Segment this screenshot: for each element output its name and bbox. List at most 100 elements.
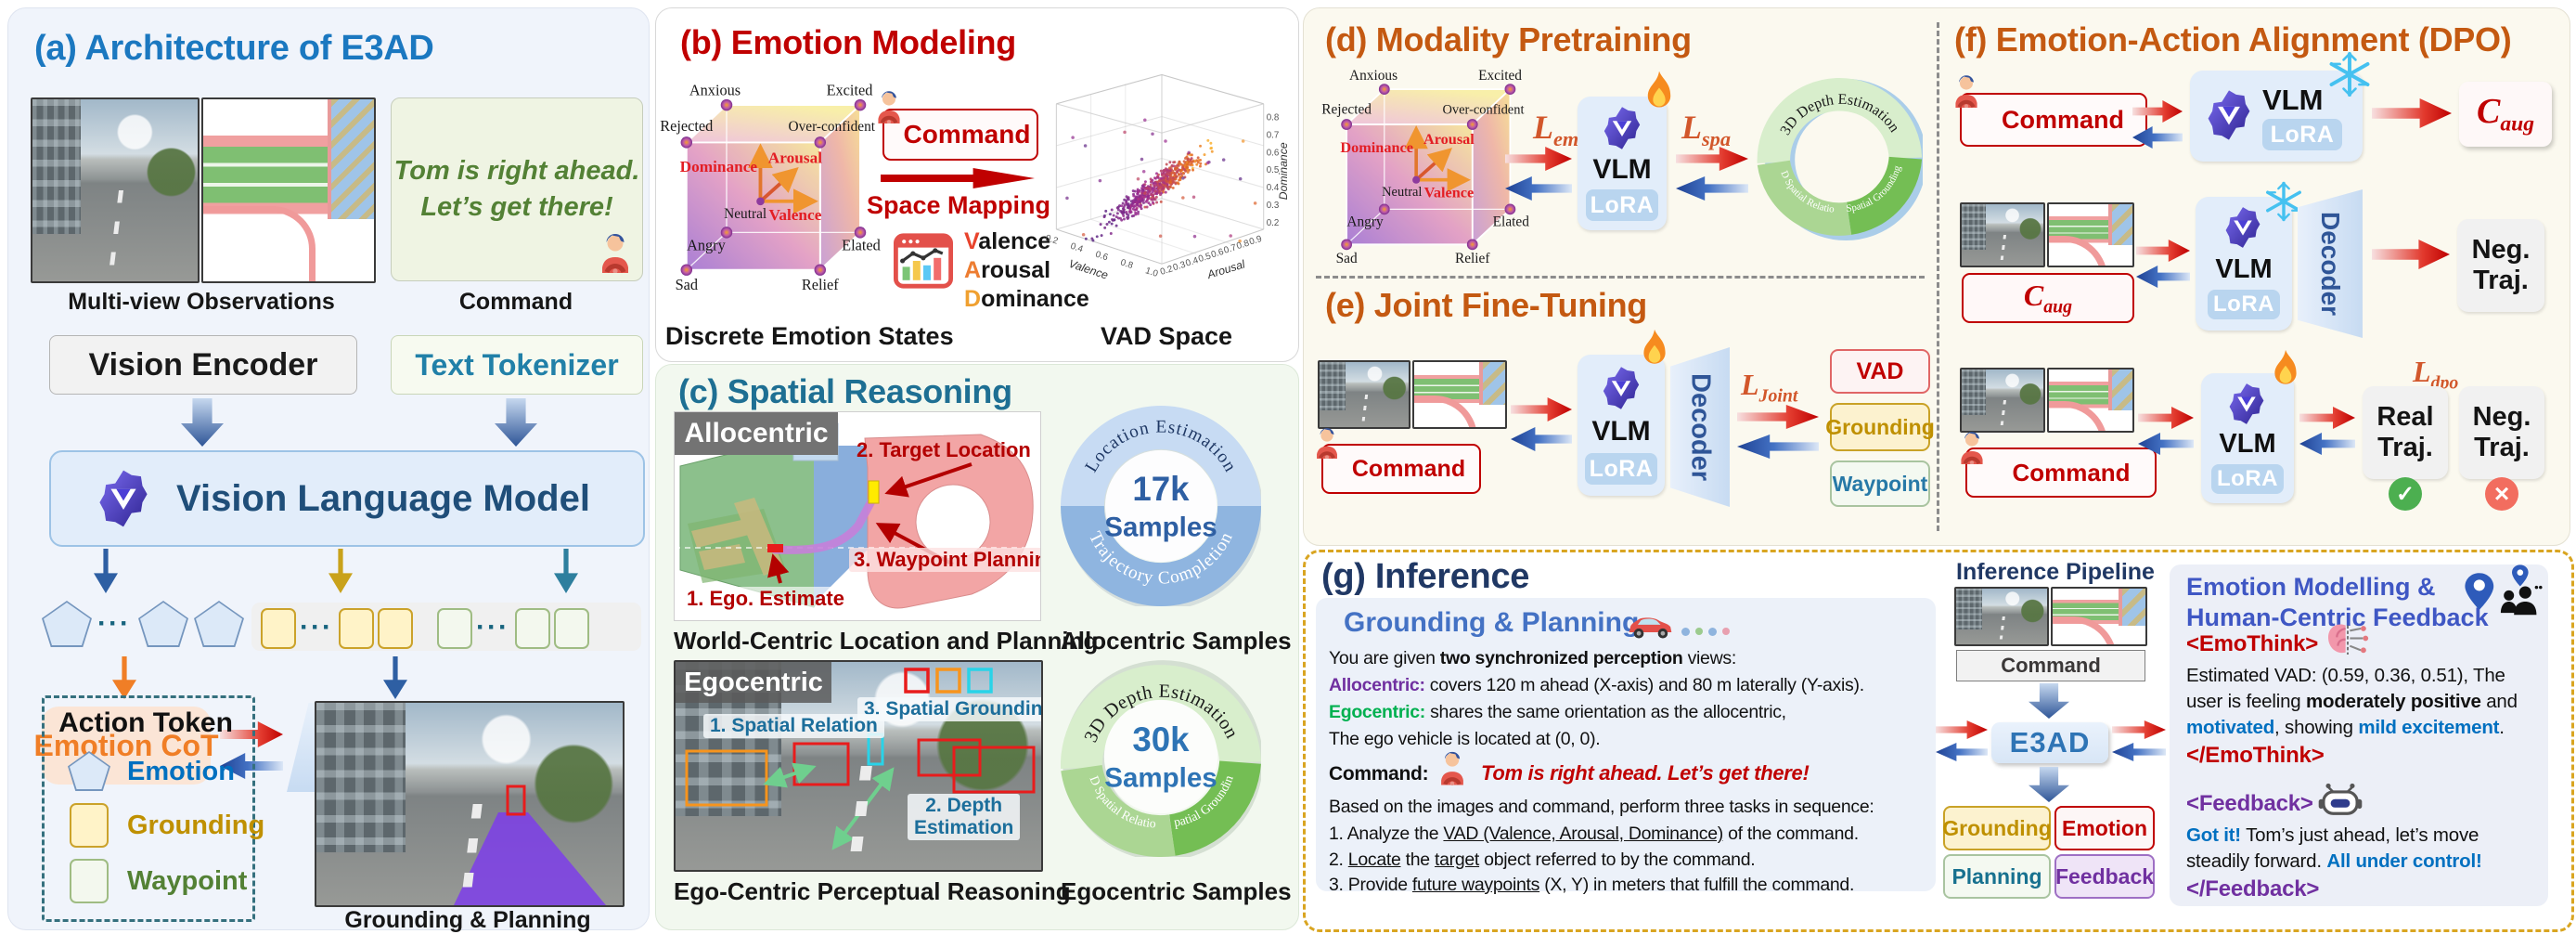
emotion-cot-box: Emotion CoT [33, 707, 219, 785]
svg-text:Elated: Elated [1493, 214, 1530, 229]
svg-text:0.5: 0.5 [1197, 251, 1213, 265]
camera-view-image [1318, 360, 1410, 429]
vlm-logo-icon [94, 469, 153, 528]
svg-text:0.3: 0.3 [1172, 260, 1188, 274]
emotion-token [194, 601, 244, 647]
emotion-cube-small: Anxious Excited Rejected Over-confident … [1321, 68, 1530, 266]
loss-joint-label: LJoint [1741, 368, 1798, 407]
caption-allocentric: World-Centric Location and Planning [674, 627, 1099, 655]
panel-b-title: (b) Emotion Modeling [680, 23, 1016, 61]
egocentric-figure: Egocentric 3. Spatial Grounding 1. Spati… [674, 660, 1043, 872]
vad-point-cloud [1065, 118, 1257, 243]
waypoint-token [515, 608, 550, 649]
panel-e-title: (e) Joint Fine-Tuning [1325, 286, 1647, 324]
arrow-down-emotion-tokens [94, 549, 118, 593]
svg-text:Angry: Angry [687, 237, 727, 254]
map-view-image [2047, 368, 2134, 433]
svg-text:0.7: 0.7 [1267, 130, 1280, 140]
prompt-line9: 3. Provide future waypoints (X, Y) in me… [1329, 875, 1855, 895]
arrow-down-waypoint-tokens [554, 549, 578, 593]
panel-f-title: (f) Emotion-Action Alignment (DPO) [1954, 20, 2512, 58]
legend-emotion-label: Emotion [127, 757, 235, 786]
command-box: Command [882, 109, 1038, 161]
planned-path-overlay [454, 812, 606, 905]
map-view-image [2051, 587, 2147, 646]
svg-text:Arousal: Arousal [1423, 131, 1475, 148]
separator-de [1316, 276, 1925, 279]
svg-text:Excited: Excited [1478, 68, 1522, 84]
map-view-image [201, 97, 376, 283]
prompt-line6: Based on the images and command, perform… [1329, 797, 1874, 817]
prompt-heading: Grounding & Planning [1344, 607, 1640, 638]
vlm-logo-icon [2225, 383, 2268, 425]
annotation-spatial-relation: 1. Spatial Relation [703, 714, 884, 738]
prompt-box [1316, 598, 1936, 891]
legend-waypoint-label: Waypoint [127, 866, 248, 896]
caption-result: Grounding & Planning [344, 907, 591, 933]
svg-text:0.2: 0.2 [1044, 233, 1059, 247]
legend-grounding-label: Grounding [127, 811, 265, 840]
emothink-close-tag: </EmoThink> [2186, 743, 2325, 768]
space-mapping-arrow [881, 168, 1035, 188]
prompt-line4: The ego vehicle is located at (0, 0). [1329, 729, 1601, 749]
prompt-line7: 1. Analyze the VAD (Valence, Arousal, Do… [1329, 824, 1859, 844]
emotion-cube: Anxious Excited Rejected Over-confident … [660, 82, 881, 293]
svg-text:Samples: Samples [1104, 512, 1217, 543]
vlm-box-finetune: VLM LoRA [1578, 355, 1665, 496]
svg-text:Rejected: Rejected [660, 117, 713, 135]
pipeline-command-box: Command [1956, 650, 2145, 681]
vlm-main-label: Vision Language Model [176, 477, 590, 519]
caption-egocentric-samples: Egocentric Samples [1061, 877, 1292, 905]
prompt-command-line: Command: [1329, 763, 1429, 785]
arrow-down-tokenizer [495, 398, 537, 447]
svg-text:Neutral: Neutral [724, 206, 766, 222]
svg-text:0.6: 0.6 [1267, 148, 1280, 158]
car-trail-dots [1681, 628, 1730, 636]
vlm-logo-icon [1599, 366, 1643, 410]
svg-text:0.4: 0.4 [1267, 183, 1280, 193]
command-text-line2: Let’s get there! [420, 192, 613, 222]
feedback-box [2170, 564, 2548, 906]
panel-g-title: (g) Inference [1321, 557, 1530, 596]
loss-spa-label: Lspa [1681, 109, 1731, 151]
caption-command: Command [458, 289, 573, 315]
brain-icon [2324, 622, 2372, 661]
ellipsis: ··· [300, 612, 333, 642]
grounding-token [339, 608, 374, 649]
space-mapping-label: Space Mapping [866, 190, 1051, 219]
svg-text:Samples: Samples [1104, 763, 1217, 794]
allocentric-tag: Allocentric [675, 412, 838, 455]
robot-icon [2316, 780, 2364, 821]
grounding-planning-image [315, 701, 625, 907]
output-waypoint: Waypoint [1830, 461, 1930, 507]
feedback-line1: Got it! Tom’s just ahead, let’s move [2186, 824, 2479, 846]
panel-architecture: (a) Architecture of E3AD Tom is right ah… [7, 7, 650, 933]
ellipsis: ··· [97, 608, 131, 639]
grounding-token [378, 608, 413, 649]
svg-text:0.6: 0.6 [1094, 250, 1110, 264]
svg-text:Sad: Sad [676, 276, 698, 293]
arrow-down-grounding-tokens [328, 549, 353, 593]
svg-text:0.4: 0.4 [1069, 241, 1085, 255]
panel-c-title: (c) Spatial Reasoning [678, 372, 1012, 410]
output-vad: VAD [1830, 349, 1930, 394]
text-tokenizer-box: Text Tokenizer [391, 335, 643, 395]
svg-text:Rejected: Rejected [1321, 101, 1372, 117]
vlm-box-dpo: VLM LoRA [2201, 373, 2294, 503]
decoder-box-vertical: Decoder [1670, 347, 1730, 507]
waypoint-token [554, 608, 589, 649]
cube-corner-dots [680, 98, 867, 276]
emothink-line3: motivated, showing mild excitement. [2186, 717, 2505, 738]
command-box: Command [1965, 448, 2157, 498]
svg-text:Sad: Sad [1336, 251, 1358, 266]
svg-text:Arousal: Arousal [768, 149, 822, 166]
ellipsis: ··· [476, 612, 509, 642]
caug-output-box: Caug [2459, 82, 2552, 147]
vlm-logo-icon [2203, 89, 2255, 141]
pipeline-output-emotion: Emotion [2054, 806, 2155, 850]
driver-icon [1312, 425, 1342, 460]
prompt-line3: Egocentric: shares the same orientation … [1329, 702, 1786, 722]
emotion-token [138, 601, 188, 647]
emotion-token [42, 601, 92, 647]
